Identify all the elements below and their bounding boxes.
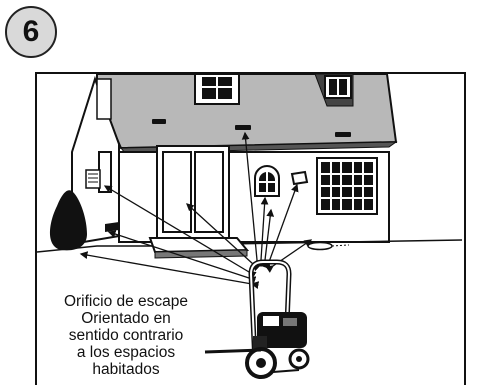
grid-window-right bbox=[316, 157, 378, 215]
caption-line: Orientado en bbox=[81, 310, 171, 327]
entry-steps bbox=[148, 237, 250, 259]
ground-vent-right bbox=[307, 241, 350, 251]
arched-window bbox=[254, 165, 280, 197]
caption-line: Orificio de escape bbox=[63, 293, 189, 310]
dormer-window-right bbox=[314, 74, 354, 107]
caption-line: sentido contrario bbox=[68, 327, 184, 344]
caption-line: habitados bbox=[92, 361, 160, 378]
exhaust-pointer-line bbox=[204, 348, 262, 354]
soffit-vents bbox=[152, 119, 351, 137]
step-number-badge: 6 bbox=[5, 6, 57, 58]
shrub bbox=[50, 190, 87, 251]
clearance-arrows bbox=[79, 131, 313, 289]
side-window-with-vent bbox=[85, 151, 112, 193]
pressure-washer bbox=[245, 259, 310, 379]
wall-vent-right bbox=[290, 170, 309, 186]
caption-line: a los espacios bbox=[76, 344, 176, 361]
dormer-window-left bbox=[194, 74, 240, 105]
house-pressure-washer-illustration bbox=[37, 74, 463, 379]
illustration-frame bbox=[35, 72, 466, 385]
exhaust-caption: Orificio de escape Orientado en sentido … bbox=[42, 293, 210, 378]
step-number: 6 bbox=[22, 15, 40, 48]
